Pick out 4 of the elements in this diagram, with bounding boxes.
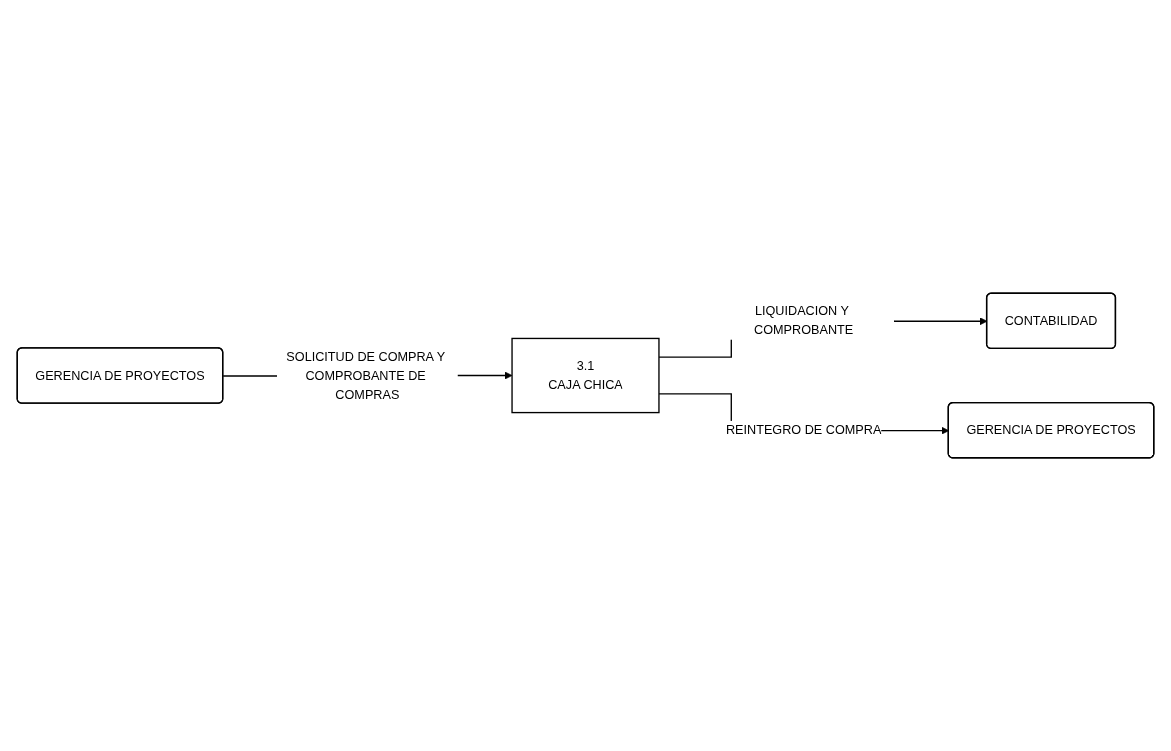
edge-label: LIQUIDACION Y COMPROBANTE bbox=[754, 303, 854, 338]
node-box: 3.1 CAJA CHICA bbox=[511, 337, 660, 414]
edge-label: REINTEGRO DE COMPRA bbox=[725, 422, 882, 437]
edge-label: SOLICITUD DE COMPRA Y COMPROBANTE DE COMPRAS bbox=[286, 348, 445, 402]
